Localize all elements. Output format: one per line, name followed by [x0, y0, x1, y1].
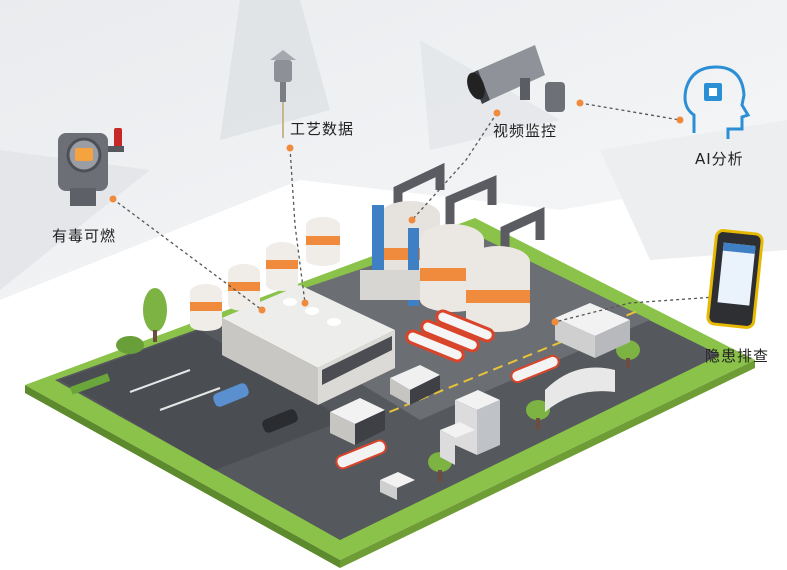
connector-lines [112, 102, 716, 323]
gas-detection-label: 有毒可燃 [52, 227, 117, 245]
connector-dots [109, 99, 719, 326]
vehicles [213, 354, 560, 470]
small-buildings [330, 303, 630, 500]
ai-analysis-label: AI分析 [695, 150, 744, 168]
small-tanks [190, 217, 340, 331]
handheld-terminal-icon [706, 229, 764, 329]
cctv-camera-icon [467, 45, 565, 112]
video-monitoring-label: 视频监控 [493, 122, 558, 140]
tank-trailers-row [405, 309, 495, 363]
blue-columns [360, 205, 420, 306]
temperature-sensor-icon [270, 50, 296, 138]
gas-detector-icon [58, 128, 124, 206]
main-factory-building [222, 285, 395, 405]
hazard-inspection-label: 隐患排查 [705, 347, 770, 365]
ai-brain-icon [683, 65, 751, 139]
process-data-label: 工艺数据 [290, 120, 355, 138]
